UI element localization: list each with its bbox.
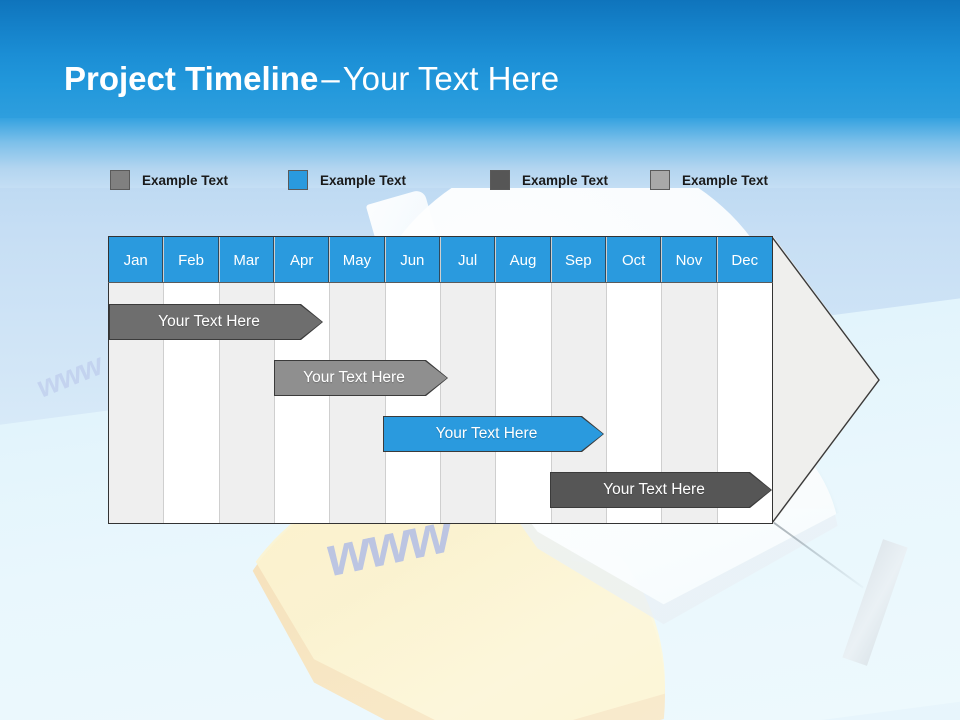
legend-item[interactable]: Example Text — [110, 170, 228, 190]
legend-item[interactable]: Example Text — [288, 170, 406, 190]
task-bar[interactable]: Your Text Here — [551, 473, 771, 507]
header-band — [0, 0, 960, 122]
legend-item-label: Example Text — [522, 172, 609, 188]
timeline-column-aug[interactable]: Aug — [496, 237, 552, 523]
month-header-mar[interactable]: Mar — [219, 237, 274, 283]
task-bar[interactable]: Your Text Here — [110, 305, 322, 339]
page-title-light: Your Text Here — [342, 60, 560, 97]
timeline-column-mar[interactable]: Mar — [219, 237, 275, 523]
month-header-sep[interactable]: Sep — [551, 237, 606, 283]
legend-swatch-icon — [490, 170, 510, 190]
task-bar[interactable]: Your Text Here — [275, 361, 447, 395]
timeline-column-dec[interactable]: Dec — [717, 237, 772, 523]
month-header-jun[interactable]: Jun — [385, 237, 440, 283]
timeline-column-feb[interactable]: Feb — [164, 237, 220, 523]
page-title: Project Timeline–Your Text Here — [64, 60, 559, 98]
header-band-fade — [0, 118, 960, 188]
month-header-feb[interactable]: Feb — [164, 237, 219, 283]
task-bar[interactable]: Your Text Here — [384, 417, 603, 451]
month-header-jul[interactable]: Jul — [440, 237, 496, 283]
legend-item-label: Example Text — [142, 172, 229, 188]
legend-item-label: Example Text — [320, 172, 407, 188]
timeline-column-jul[interactable]: Jul — [440, 237, 497, 523]
page-title-strong: Project Timeline — [64, 60, 319, 97]
task-bar-label: Your Text Here — [435, 425, 538, 442]
timeline-column-jan[interactable]: Jan — [109, 237, 165, 523]
task-bar-label: Your Text Here — [303, 369, 405, 386]
month-header-nov[interactable]: Nov — [662, 237, 717, 283]
legend: Example Text Example Text Example Text Exam… — [110, 170, 810, 194]
legend-item[interactable]: Example Text — [650, 170, 768, 190]
month-header-jan[interactable]: Jan — [109, 237, 164, 283]
legend-swatch-icon — [110, 170, 130, 190]
month-header-oct[interactable]: Oct — [606, 237, 662, 283]
task-bar-label: Your Text Here — [603, 481, 705, 498]
task-bar-label: Your Text Here — [158, 313, 260, 330]
legend-item[interactable]: Example Text — [490, 170, 608, 190]
month-header-may[interactable]: May — [330, 237, 385, 283]
timeline-header-underline — [108, 282, 773, 283]
legend-swatch-icon — [650, 170, 670, 190]
legend-item-label: Example Text — [682, 172, 769, 188]
month-header-dec[interactable]: Dec — [717, 237, 772, 283]
month-header-aug[interactable]: Aug — [496, 237, 551, 283]
month-header-apr[interactable]: Apr — [274, 237, 330, 283]
page-title-dash: – — [321, 60, 340, 97]
legend-swatch-icon — [288, 170, 308, 190]
